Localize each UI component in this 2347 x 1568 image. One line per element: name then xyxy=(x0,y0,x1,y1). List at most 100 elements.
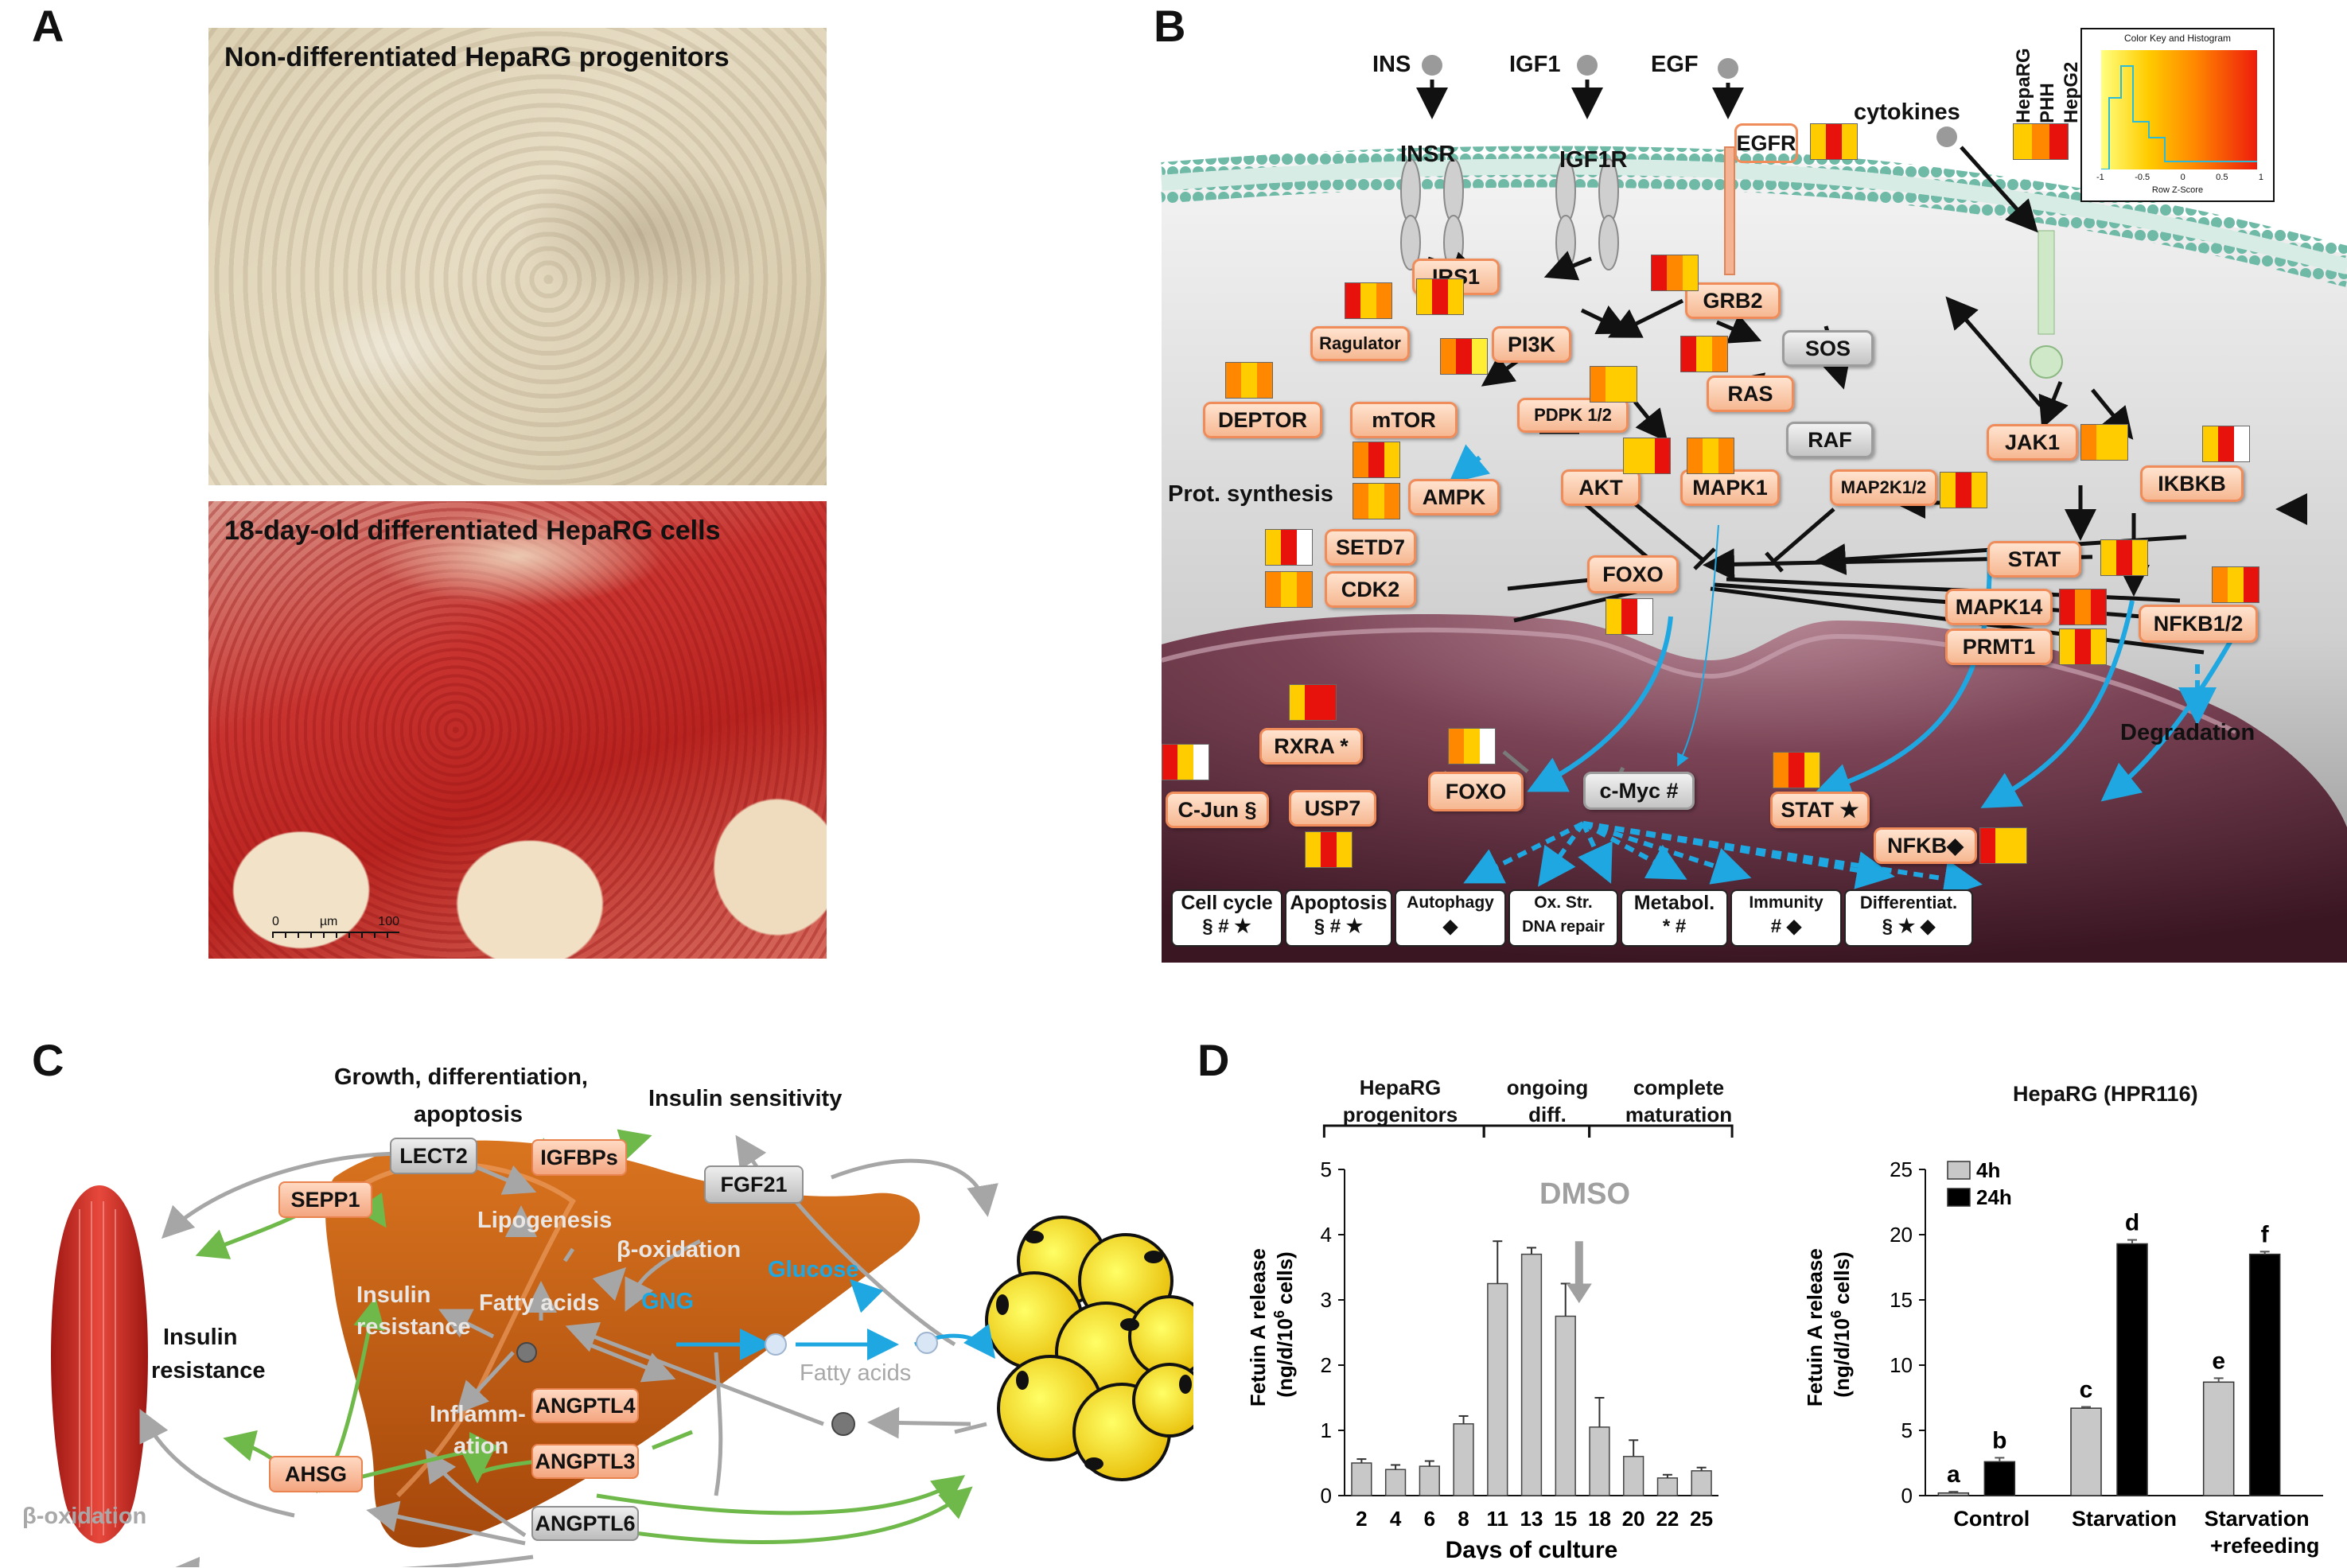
legend-col-phh: PHH xyxy=(2037,83,2058,123)
heatmap-stat-nuc xyxy=(1773,752,1820,788)
node-cjun: C-Jun § xyxy=(1166,792,1269,828)
significance-letter: f xyxy=(2261,1221,2270,1247)
label-beta-oxidation-muscle: β-oxidation xyxy=(22,1504,147,1529)
heatmap-pdpk xyxy=(1590,366,1637,403)
header-line1: HepaRG xyxy=(1359,1076,1442,1099)
significance-letter: e xyxy=(2212,1348,2225,1374)
scale-bar: 0 µm 100 xyxy=(272,915,399,938)
panel-a-letter: A xyxy=(32,1,64,51)
legend-label: 24h xyxy=(1976,1185,2012,1209)
fate-title: Apoptosis xyxy=(1290,892,1388,914)
x-tick-label: 13 xyxy=(1520,1507,1543,1531)
heatmap-egfr xyxy=(1810,123,1858,160)
node-setd7: SETD7 xyxy=(1325,529,1416,566)
legend-label: 4h xyxy=(1976,1158,2000,1182)
header-line1: ongoing xyxy=(1506,1076,1589,1099)
progenitor-caption: Non-differentiated HepaRG progenitors xyxy=(224,42,730,72)
bar xyxy=(2070,1407,2102,1496)
fate-symbols: § # ★ xyxy=(1314,916,1364,937)
x-tick-label: Starvation xyxy=(2072,1507,2177,1531)
label-lipogenesis: Lipogenesis xyxy=(477,1208,613,1233)
label-insulin-res-liver-1: Insulin xyxy=(356,1282,431,1308)
x-tick-label: 4 xyxy=(1390,1507,1402,1531)
fate-immunity: Immunity # ◆ xyxy=(1730,889,1842,947)
x-tick-label: 6 xyxy=(1424,1507,1435,1531)
label-glucose: Glucose xyxy=(768,1257,859,1282)
key-tick-4: 0.5 xyxy=(2216,173,2228,182)
significance-letter: b xyxy=(1992,1427,2006,1453)
node-ampk: AMPK xyxy=(1408,479,1500,516)
node-mapk14: MAPK14 xyxy=(1945,589,2053,625)
ligand-cytokines: cytokines xyxy=(1854,99,1960,125)
label-degradation: Degradation xyxy=(2120,720,2256,745)
legend-swatch xyxy=(2013,123,2069,160)
fate-title: Differentiat. xyxy=(1859,893,1958,912)
node-map2k: MAP2K1/2 xyxy=(1830,469,1937,506)
fate-apoptosis: Apoptosis § # ★ xyxy=(1285,889,1392,947)
node-grb2: GRB2 xyxy=(1685,282,1781,319)
fate-title: Ox. Str. xyxy=(1534,893,1593,912)
fate-differentiation: Differentiat. § ★ ◆ xyxy=(1844,889,1973,947)
label-inflammation-2: ation xyxy=(453,1434,509,1459)
key-tick-2: -0.5 xyxy=(2135,173,2150,182)
fate-symbols: # ◆ xyxy=(1770,916,1802,937)
ligand-egf: EGF xyxy=(1651,52,1699,77)
receptor-insr: INSR xyxy=(1400,142,1456,167)
box-igfbps: IGFBPs xyxy=(531,1139,627,1176)
x-tick-label: 8 xyxy=(1458,1507,1469,1531)
x-tick-label: 18 xyxy=(1588,1507,1611,1531)
y-tick-label: 15 xyxy=(1890,1288,1913,1312)
legend-swatch xyxy=(1947,1161,1971,1180)
box-angptl6: ANGPTL6 xyxy=(531,1506,639,1541)
receptor-igf1r: IGF1R xyxy=(1559,147,1628,173)
bar xyxy=(1589,1426,1610,1496)
x-tick-label: 2 xyxy=(1356,1507,1367,1531)
y-tick-label: 4 xyxy=(1321,1223,1332,1247)
x-tick-label: 25 xyxy=(1690,1507,1713,1531)
label-insulin-res-liver-2: resistance xyxy=(356,1314,471,1340)
box-angptl3: ANGPTL3 xyxy=(531,1444,639,1479)
header-line2: maturation xyxy=(1625,1103,1733,1126)
bar xyxy=(1656,1477,1679,1496)
scale-label-unit: µm xyxy=(319,915,338,928)
differentiated-caption: 18-day-old differentiated HepaRG cells xyxy=(224,516,721,546)
node-ikbkb: IKBKB xyxy=(2140,465,2244,502)
bar xyxy=(2202,1381,2235,1496)
organ-diagram xyxy=(50,1129,1193,1567)
x-tick-label: 20 xyxy=(1622,1507,1645,1531)
scale-label-0: 0 xyxy=(272,915,279,928)
heatmap-grb2 xyxy=(1651,255,1699,291)
panel-c-letter: C xyxy=(32,1035,64,1085)
key-tick-3: 0 xyxy=(2180,173,2185,182)
fate-symbols: ◆ xyxy=(1442,916,1458,937)
key-tick-5: 1 xyxy=(2258,173,2263,182)
fate-symbols: § ★ ◆ xyxy=(1882,916,1936,937)
color-key-gradient xyxy=(2101,50,2257,169)
heatmap-deptor xyxy=(1225,362,1273,399)
bar xyxy=(1555,1315,1576,1496)
box-angptl4: ANGPTL4 xyxy=(531,1388,639,1423)
header-line1: complete xyxy=(1633,1076,1725,1099)
label-prot-synthesis: Prot. synthesis xyxy=(1168,481,1333,507)
heatmap-mtor-1 xyxy=(1353,442,1400,478)
key-tick-1: -1 xyxy=(2096,173,2104,182)
heatmap-foxo xyxy=(1606,598,1653,635)
scale-label-100: 100 xyxy=(378,915,399,928)
bar xyxy=(2116,1243,2148,1496)
dmso-label: DMSO xyxy=(1539,1177,1630,1211)
node-akt: AKT xyxy=(1561,469,1641,506)
ligand-ins: INS xyxy=(1372,52,1411,77)
bar xyxy=(1691,1470,1712,1496)
heatmap-mapk1 xyxy=(1687,438,1734,474)
node-foxo-cytoplasm: FOXO xyxy=(1587,555,1679,593)
fetuin-starvation-chart: 0510152025abControlcdStarvationefStarvat… xyxy=(1803,1158,2323,1558)
header-line2: progenitors xyxy=(1342,1103,1458,1126)
node-raf: RAF xyxy=(1786,422,1874,458)
right-chart-title: HepaRG (HPR116) xyxy=(2013,1082,2198,1106)
heatmap-rxra xyxy=(1289,684,1337,721)
differentiated-micrograph: 18-day-old differentiated HepaRG cells 0… xyxy=(208,501,827,959)
heatmap-usp7 xyxy=(1305,831,1353,868)
y-axis-label: Fetuin A release (ng/d/106 cells) xyxy=(1803,1243,1854,1407)
heatmap-irs1 xyxy=(1416,278,1464,315)
heatmap-setd7 xyxy=(1265,529,1313,566)
